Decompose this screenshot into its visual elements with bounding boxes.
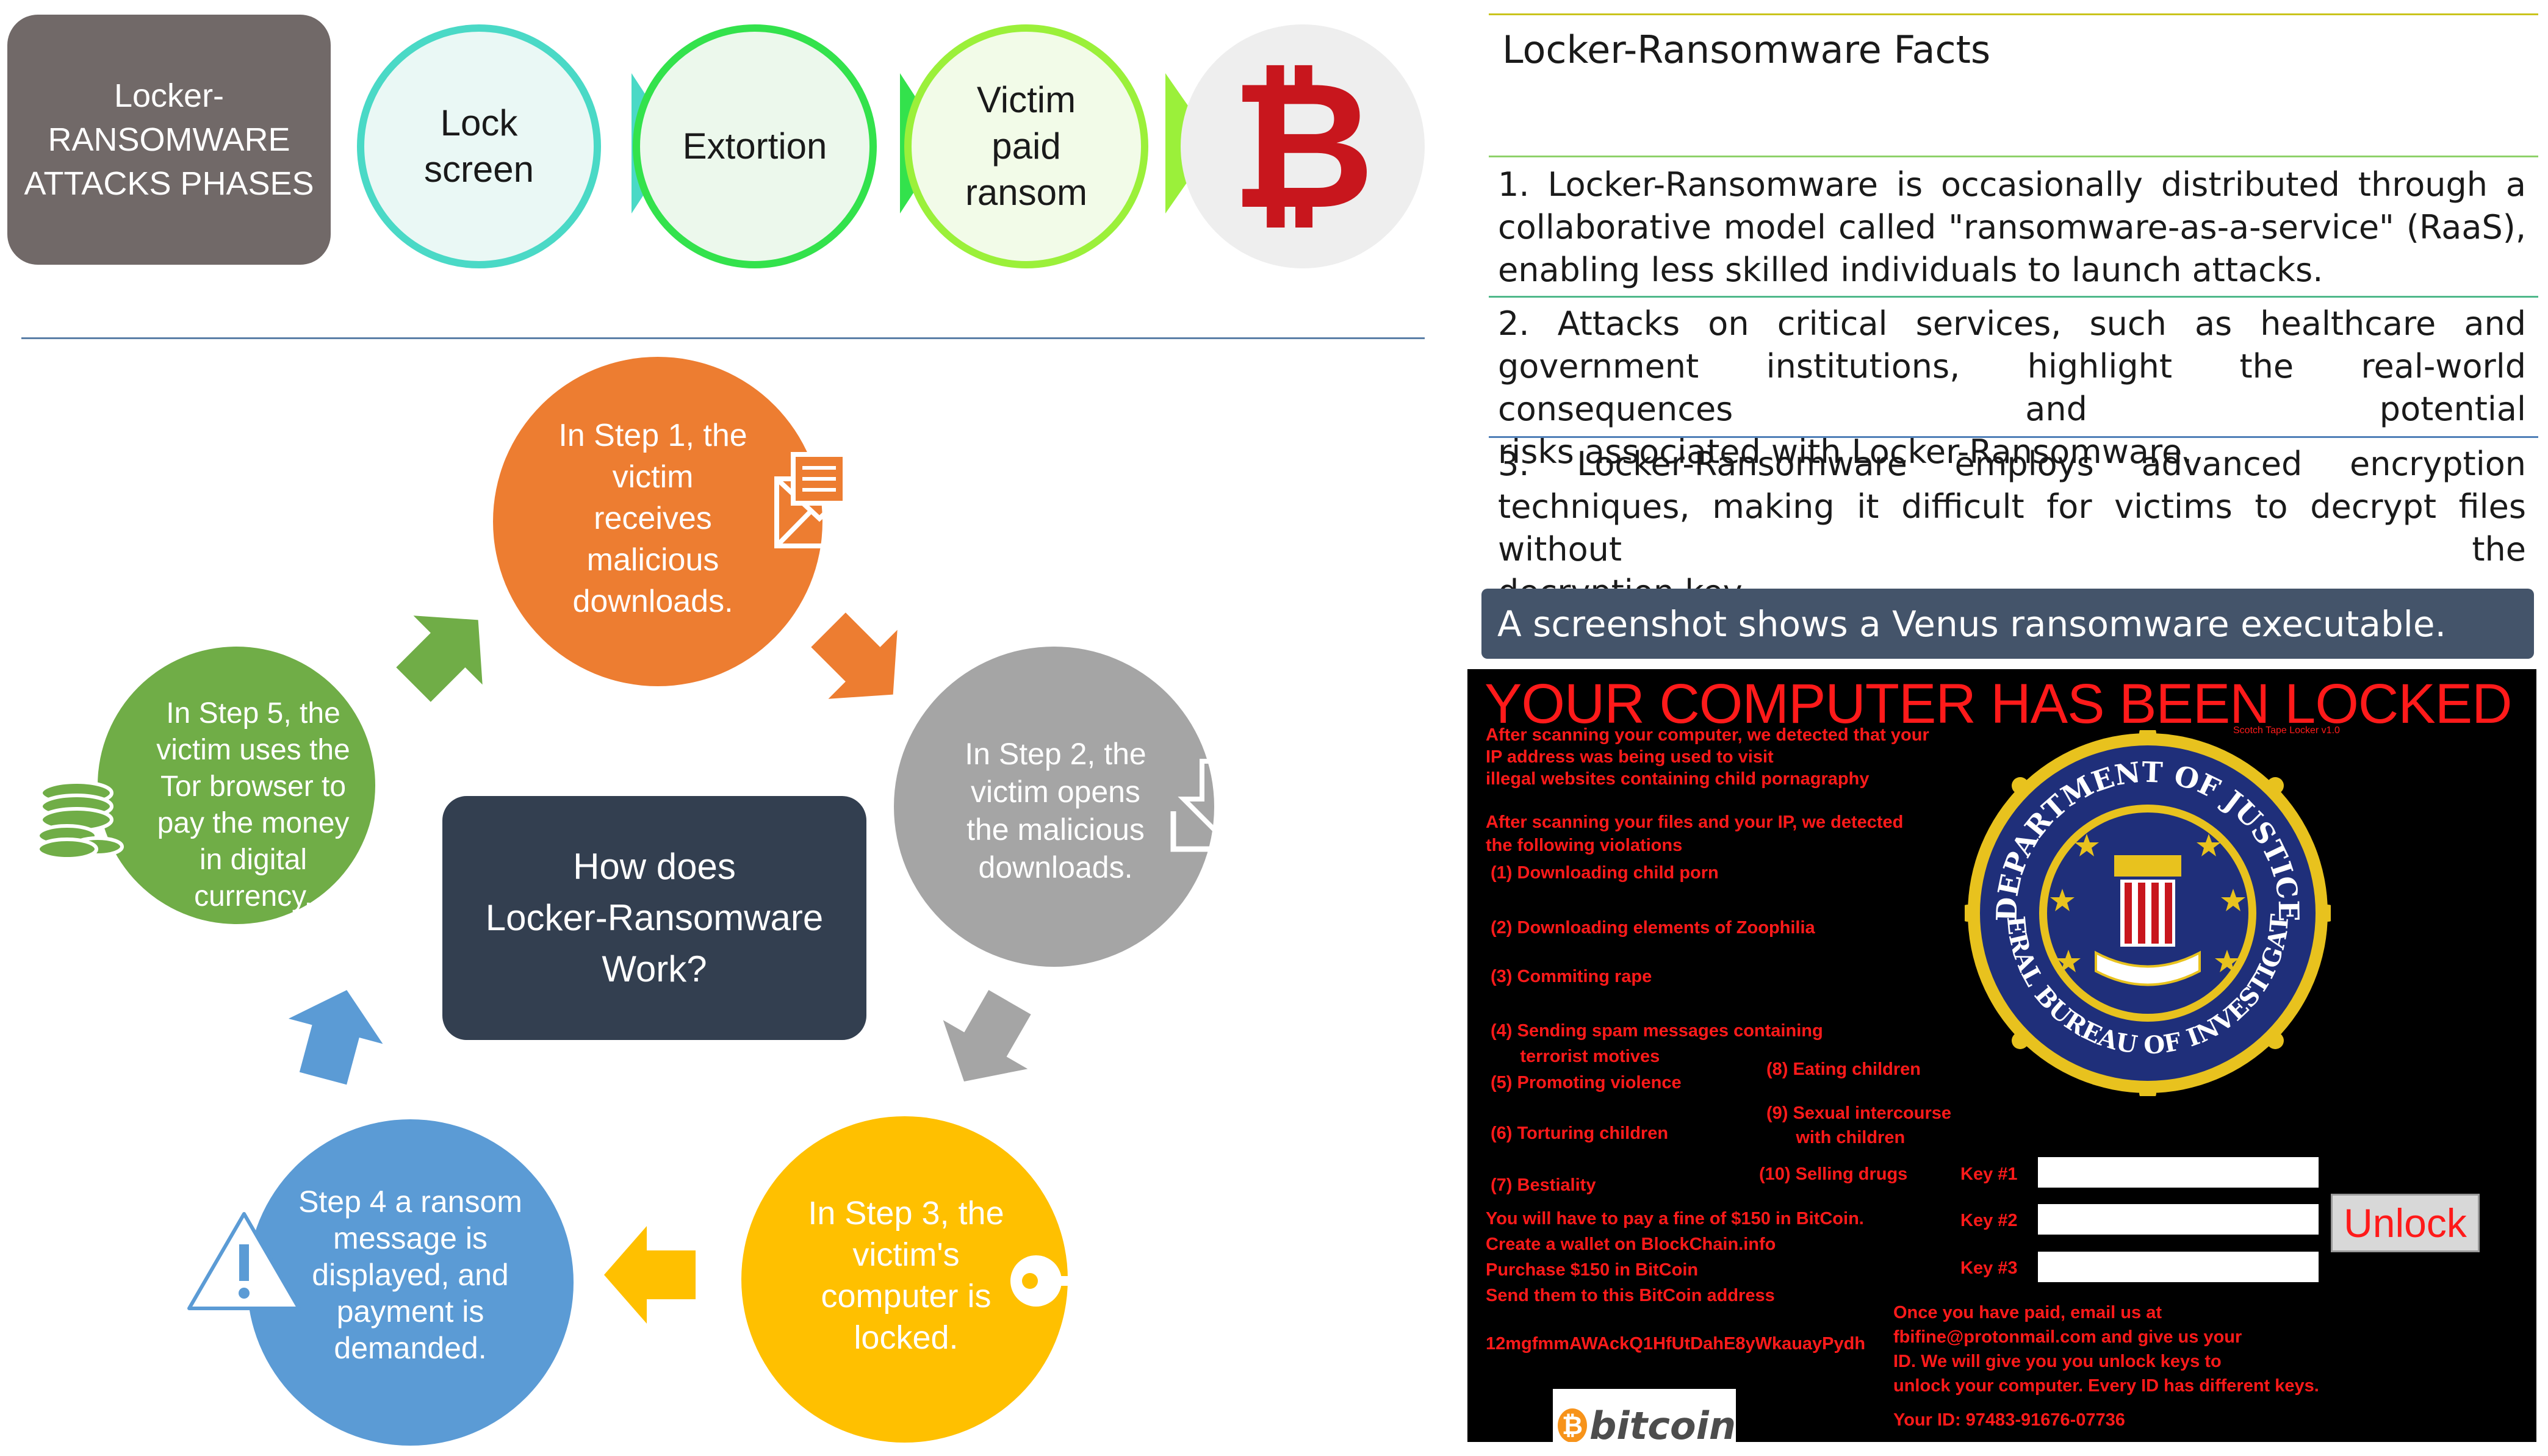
divider: [21, 337, 1425, 339]
bitcoin-icon: ₿: [1230, 43, 1375, 249]
ransom-version: Scotch Tape Locker v1.0: [2233, 725, 2340, 736]
warning-icon: [187, 1212, 301, 1310]
violation: (2) Downloading elements of Zoophilia: [1491, 918, 1815, 938]
phases-title: Locker- RANSOMWARE ATTACKS PHASES: [24, 77, 314, 202]
ransom-para-1: After scanning your computer, we detecte…: [1486, 725, 1929, 789]
step-4-circle: [247, 1119, 574, 1446]
fact-1-rule: [1489, 156, 2538, 157]
violation: (5) Promoting violence: [1491, 1073, 1682, 1092]
key-label: Key #2: [1960, 1211, 2018, 1230]
key-icon: [1010, 1255, 1144, 1307]
phase-victim-paid: Victim paid ransom: [904, 24, 1148, 268]
cycle-center-title: How does Locker-Ransomware Work?: [485, 846, 824, 989]
phase-lock-screen: Lock screen: [357, 24, 601, 268]
step-1-text: In Step 1, the victim receives malicious…: [558, 418, 747, 619]
bitcoin-address: 12mgfmmAWAckQ1HfUtDahE8yWkauayPydh: [1486, 1334, 1866, 1354]
fact-3-line: 3. Locker-Ransomware employs advanced en…: [1498, 445, 2526, 568]
fact-3: 3. Locker-Ransomware employs advanced en…: [1498, 443, 2526, 614]
fact-2-rule: [1489, 296, 2538, 298]
unlock-button[interactable]: Unlock: [2331, 1194, 2480, 1252]
violation: (8) Eating children: [1766, 1060, 1921, 1079]
bitcoin-logo-coin: ₿: [1558, 1408, 1587, 1442]
step-1-circle: [493, 357, 822, 686]
bitcoin-circle: ₿: [1181, 24, 1425, 268]
fact-1-line: 1. Locker-Ransomware is occasionally dis…: [1498, 165, 2526, 246]
ransom-screenshot: YOUR COMPUTER HAS BEEN LOCKED Scotch Tap…: [1467, 669, 2536, 1442]
facts-top-rule: [1489, 13, 2538, 15]
violation: (9) Sexual intercourse with children: [1766, 1103, 1951, 1147]
ransom-payment: You will have to pay a fine of $150 in B…: [1486, 1209, 1864, 1305]
key-3-input[interactable]: [2038, 1252, 2319, 1282]
step-5-circle: [98, 647, 375, 924]
key-2-input[interactable]: [2038, 1204, 2319, 1235]
ransom-para-2: After scanning your files and your IP, w…: [1486, 812, 1904, 855]
cycle-arrows: [288, 612, 1031, 1324]
key-label: Key #3: [1960, 1258, 2018, 1278]
after-pay-text: Once you have paid, email us at fbifine@…: [1893, 1303, 2319, 1396]
step-2-circle: [894, 647, 1214, 967]
screenshot-caption: A screenshot shows a Venus ransomware ex…: [1497, 603, 2447, 645]
coins-icon: [36, 780, 124, 861]
ransom-headline: YOUR COMPUTER HAS BEEN LOCKED: [1485, 673, 2513, 735]
cycle-arrow-2: [943, 990, 1031, 1081]
cycle-arrow-4: [288, 990, 383, 1085]
fact-3-rule: [1489, 436, 2538, 438]
cycle-arrow-1: [811, 612, 898, 699]
screenshot-caption-box: A screenshot shows a Venus ransomware ex…: [1481, 589, 2534, 659]
fbi-seal-icon: DEPARTMENT OF JUSTICE FEDERAL BUREAU OF …: [1965, 730, 2331, 1096]
bitcoin-logo-text: bitcoin: [1589, 1403, 1736, 1443]
your-id: Your ID: 97483-91676-07736: [1893, 1410, 2125, 1430]
unlock-label: Unlock: [2344, 1200, 2467, 1246]
fact-2: 2. Attacks on critical services, such as…: [1498, 303, 2526, 473]
violation: (7) Bestiality: [1491, 1175, 1596, 1195]
violation: (3) Commiting rape: [1491, 967, 1652, 986]
cycle-arrow-3: [604, 1226, 696, 1324]
fact-2-last: risks associated with Locker-Ransomware.: [1498, 432, 2193, 471]
envelope-icon: [774, 452, 865, 548]
step-5-text: In Step 5, the victim uses the Tor brows…: [156, 697, 350, 913]
phase-label: Victim paid ransom: [965, 79, 1088, 213]
violation: (1) Downloading child porn: [1491, 863, 1719, 883]
phase-extortion: Extortion: [633, 24, 877, 268]
violation: (6) Torturing children: [1491, 1124, 1669, 1143]
bitcoin-logo: ₿ bitcoin: [1553, 1389, 1736, 1442]
fact-1-last: enabling less skilled individuals to lau…: [1498, 251, 2323, 289]
violation: (10) Selling drugs: [1759, 1164, 1908, 1184]
fact-1: 1. Locker-Ransomware is occasionally dis…: [1498, 163, 2526, 292]
step-4-text: Step 4 a ransom message is displayed, an…: [298, 1185, 522, 1365]
phases-title-box: Locker- RANSOMWARE ATTACKS PHASES: [7, 15, 331, 265]
key-label: Key #1: [1960, 1164, 2018, 1184]
cycle-center-box: How does Locker-Ransomware Work?: [442, 796, 866, 1040]
phase-label: Lock screen: [423, 102, 534, 190]
step-2-text: In Step 2, the victim opens the maliciou…: [965, 737, 1146, 884]
violation: (4) Sending spam messages containing ter…: [1491, 1021, 1823, 1066]
fact-2-line: 2. Attacks on critical services, such as…: [1498, 304, 2526, 428]
facts-title: Locker-Ransomware Facts: [1502, 27, 1991, 72]
phase-label: Extortion: [682, 126, 827, 167]
key-1-input[interactable]: [2038, 1157, 2319, 1188]
step-3-text: In Step 3, the victim's computer is lock…: [808, 1195, 1004, 1356]
download-icon: [1170, 759, 1264, 852]
cycle-arrow-5: [396, 615, 483, 702]
